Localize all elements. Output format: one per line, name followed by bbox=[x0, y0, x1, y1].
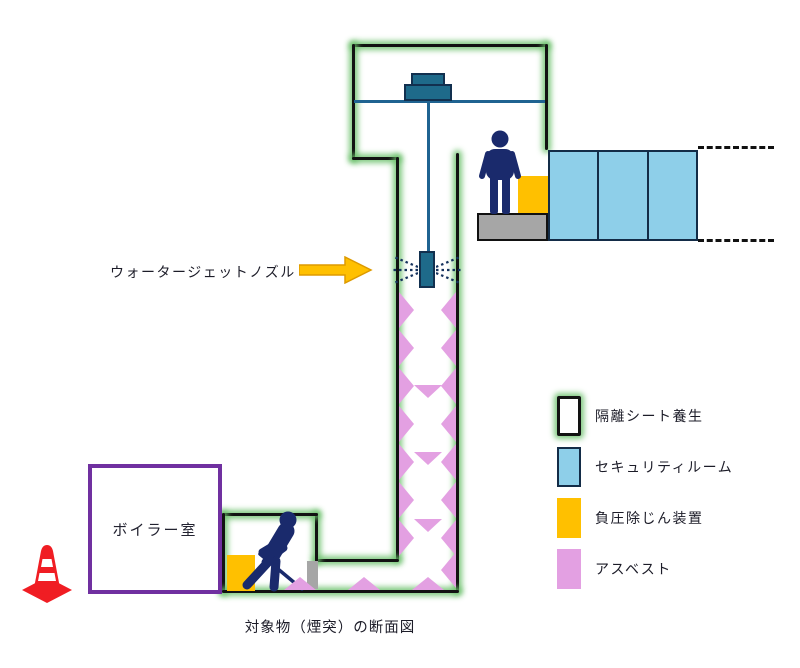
asbestos-swatch bbox=[557, 549, 581, 589]
security-room bbox=[548, 150, 698, 241]
dust-unit-swatch bbox=[557, 498, 581, 538]
hoist-beam bbox=[354, 100, 545, 103]
security-room-cell bbox=[599, 152, 649, 239]
asbestos-triangle bbox=[412, 577, 444, 590]
asbestos-triangle bbox=[414, 452, 442, 465]
security-room-cell bbox=[648, 152, 696, 239]
asbestos-triangle bbox=[399, 368, 414, 404]
dust-unit-top bbox=[518, 176, 548, 213]
asbestos-triangle bbox=[441, 444, 456, 480]
diagram-caption: 対象物（煙突）の断面図 bbox=[244, 620, 416, 636]
top-room-top-wall bbox=[352, 44, 548, 47]
bottom-wall bbox=[222, 590, 459, 593]
security-room-swatch bbox=[557, 447, 581, 487]
asbestos-triangle bbox=[399, 406, 414, 442]
work-room-left-wall bbox=[222, 513, 225, 593]
chimney-left-wall bbox=[396, 157, 399, 560]
worker-standing-icon bbox=[479, 130, 521, 214]
legend-item-security-room: セキュリティルーム bbox=[557, 447, 733, 487]
legend-item-asbestos: アスベスト bbox=[557, 549, 733, 589]
water-jet-nozzle-icon bbox=[419, 251, 435, 288]
legend-label: アスベスト bbox=[595, 562, 672, 578]
asbestos-triangle bbox=[441, 406, 456, 442]
asbestos-triangle bbox=[399, 520, 414, 556]
asbestos-triangle bbox=[399, 292, 414, 328]
asbestos-triangle bbox=[399, 482, 414, 518]
chimney-right-wall bbox=[456, 153, 459, 592]
legend-item-isolation-sheet: 隔離シート養生 bbox=[557, 396, 733, 436]
asbestos-triangle bbox=[414, 519, 442, 532]
asbestos-triangle bbox=[441, 520, 456, 556]
legend: 隔離シート養生 セキュリティルーム 負圧除じん装置 アスベスト bbox=[557, 396, 733, 589]
dashed-line-bottom bbox=[698, 239, 774, 242]
nozzle-label: ウォータージェットノズル bbox=[110, 265, 296, 281]
spray-right-icon bbox=[436, 255, 462, 285]
asbestos-triangle bbox=[284, 577, 316, 590]
top-room-left-wall bbox=[352, 44, 355, 160]
asbestos-triangle bbox=[441, 552, 456, 588]
isolation-sheet-swatch bbox=[557, 396, 581, 436]
duct-top-wall bbox=[315, 559, 399, 562]
dashed-line-top bbox=[698, 146, 774, 149]
hoist-cable bbox=[427, 102, 430, 253]
asbestos-triangle bbox=[348, 577, 380, 590]
top-room-step-wall bbox=[352, 157, 399, 160]
boiler-room-label: ボイラー室 bbox=[112, 520, 198, 539]
winch-top-icon bbox=[411, 73, 445, 86]
asbestos-triangle bbox=[399, 444, 414, 480]
asbestos-triangle bbox=[441, 330, 456, 366]
safety-cone-icon bbox=[22, 545, 72, 603]
legend-item-dust-unit: 負圧除じん装置 bbox=[557, 498, 733, 538]
gray-step bbox=[307, 561, 318, 589]
arrow-right-icon bbox=[299, 256, 373, 284]
asbestos-triangle bbox=[441, 482, 456, 518]
legend-label: 負圧除じん装置 bbox=[595, 511, 704, 527]
spray-left-icon bbox=[392, 255, 418, 285]
winch-icon bbox=[404, 84, 452, 101]
asbestos-triangle bbox=[399, 330, 414, 366]
work-room-right-wall bbox=[315, 513, 318, 562]
legend-label: 隔離シート養生 bbox=[595, 409, 704, 425]
top-room-right-wall bbox=[545, 44, 548, 150]
boiler-room: ボイラー室 bbox=[88, 464, 222, 594]
asbestos-triangle bbox=[441, 368, 456, 404]
security-room-cell bbox=[550, 152, 600, 239]
legend-label: セキュリティルーム bbox=[595, 460, 734, 476]
work-room-top-wall bbox=[222, 513, 318, 516]
asbestos-triangle bbox=[414, 385, 442, 398]
work-platform bbox=[477, 213, 548, 241]
asbestos-triangle bbox=[441, 292, 456, 328]
